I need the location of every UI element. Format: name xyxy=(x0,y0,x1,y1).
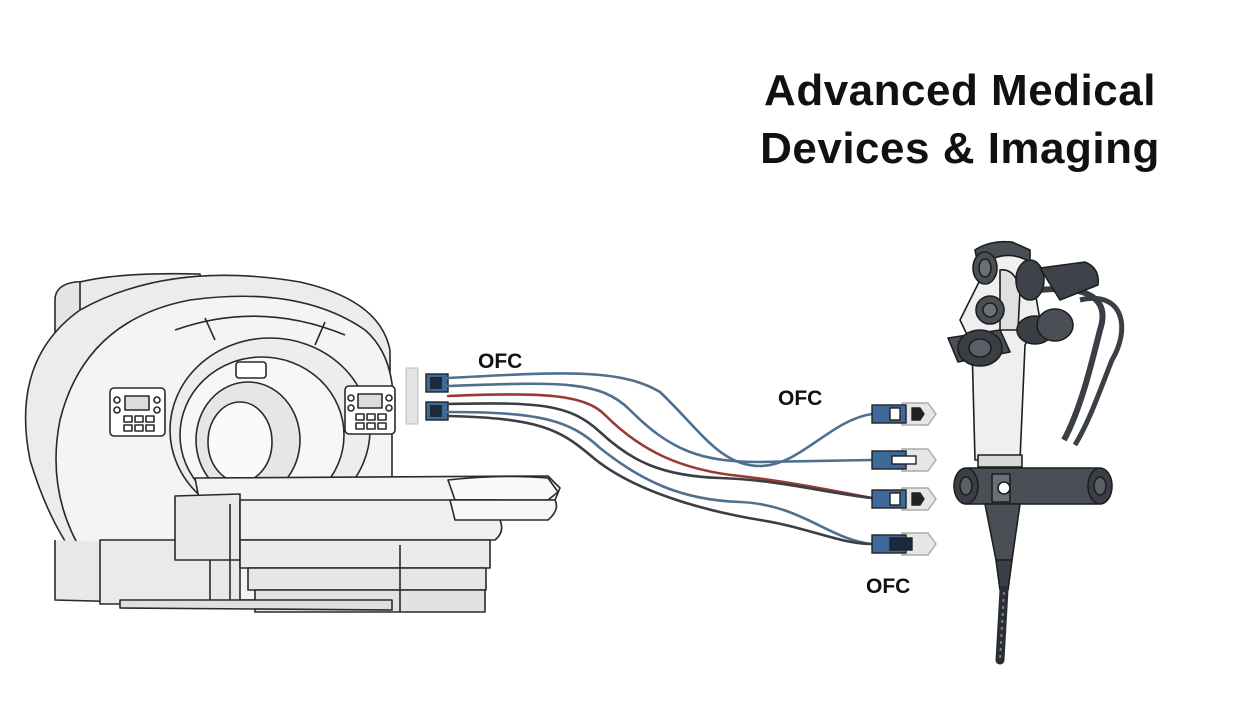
page-title: Advanced Medical Devices & Imaging xyxy=(700,62,1220,178)
cable-blue-2 xyxy=(446,382,874,464)
endoscope-icon xyxy=(947,240,1125,665)
connector-3 xyxy=(871,487,937,511)
cable-dark-2 xyxy=(446,414,874,546)
control-panel-left xyxy=(109,387,166,437)
ofc-label-bottom: OFC xyxy=(866,575,911,598)
mri-scanner-icon xyxy=(24,272,561,613)
cable-blue-3 xyxy=(446,410,874,546)
cable-blue-top xyxy=(446,372,874,468)
endpoint-connectors xyxy=(871,402,937,556)
cable-red xyxy=(446,393,874,500)
fiber-cables xyxy=(446,372,874,546)
connector-1 xyxy=(871,402,937,426)
connector-4 xyxy=(871,532,937,556)
ofc-label-mid: OFC xyxy=(778,387,823,410)
title-line-1: Advanced Medical xyxy=(764,66,1156,115)
fiber-connector-icon xyxy=(405,367,449,425)
connector-2 xyxy=(871,448,937,472)
cable-dark xyxy=(446,402,874,500)
title-line-2: Devices & Imaging xyxy=(760,124,1160,173)
patient-table xyxy=(174,475,561,613)
control-panel-right xyxy=(344,385,396,435)
ofc-label-left: OFC xyxy=(478,350,523,373)
